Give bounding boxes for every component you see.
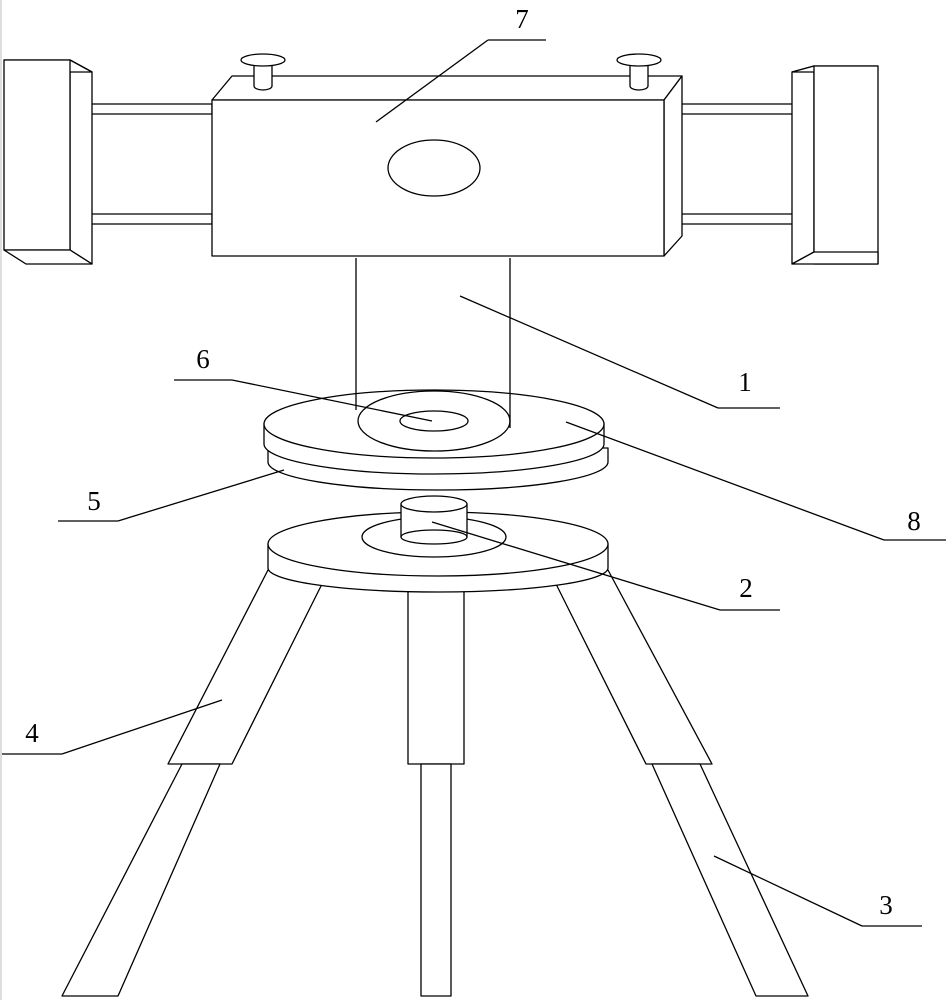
right-clamp-assembly [663, 65, 879, 265]
housing-top-face [211, 75, 683, 101]
left-knob-cap [240, 53, 286, 67]
right-block-bottom [791, 251, 879, 265]
leader-3-diagonal [713, 855, 863, 927]
housing-side-face [663, 75, 683, 257]
left-leg-upper [167, 569, 323, 765]
callout-labels: 7 1 6 8 5 2 4 3 [25, 4, 921, 920]
callout-label-2: 2 [739, 573, 753, 603]
center-hole [399, 410, 469, 432]
centering-boss-rim [400, 529, 468, 538]
main-housing [211, 53, 683, 257]
right-upper-rod [663, 103, 805, 115]
left-clamp-assembly [3, 59, 213, 265]
housing-oval-window [387, 139, 481, 197]
leader-8-diagonal [565, 421, 885, 541]
callout-label-1: 1 [738, 367, 752, 397]
callout-label-3: 3 [879, 890, 893, 920]
centering-boss [400, 503, 468, 545]
centering-boss-top [400, 495, 468, 513]
left-lower-rod [77, 213, 213, 225]
leader-6-diagonal [231, 379, 433, 422]
left-leg-lower [61, 763, 221, 997]
left-adjust-knob [240, 53, 286, 91]
tripod-legs [61, 569, 809, 997]
leader-lines [2, 39, 946, 927]
callout-label-8: 8 [907, 506, 921, 536]
leader-5-diagonal [117, 469, 285, 522]
right-lower-rod [663, 213, 805, 225]
center-leg-upper [407, 587, 465, 765]
tripod-base-disc [267, 495, 609, 593]
callout-label-5: 5 [87, 486, 101, 516]
callout-label-7: 7 [515, 4, 529, 34]
leader-1-diagonal [459, 295, 719, 409]
left-upper-rod [77, 103, 213, 115]
right-adjust-knob [616, 53, 662, 91]
callout-label-6: 6 [196, 344, 210, 374]
leader-4-diagonal [61, 699, 223, 755]
rotary-plate [263, 389, 609, 491]
right-block-side [791, 65, 815, 265]
left-block-front [3, 59, 71, 251]
center-leg-lower [420, 763, 452, 997]
left-block-side [69, 59, 93, 265]
right-leg-lower [651, 763, 809, 997]
callout-label-4: 4 [25, 718, 39, 748]
right-knob-stem [629, 63, 649, 91]
right-leg-upper [555, 569, 713, 765]
left-block-bottom [3, 249, 93, 265]
leader-7-diagonal [375, 39, 489, 123]
right-block-front [813, 65, 879, 265]
left-knob-stem [253, 63, 273, 91]
right-knob-cap [616, 53, 662, 67]
vertical-column [355, 258, 511, 428]
leader-2-diagonal [431, 521, 721, 611]
